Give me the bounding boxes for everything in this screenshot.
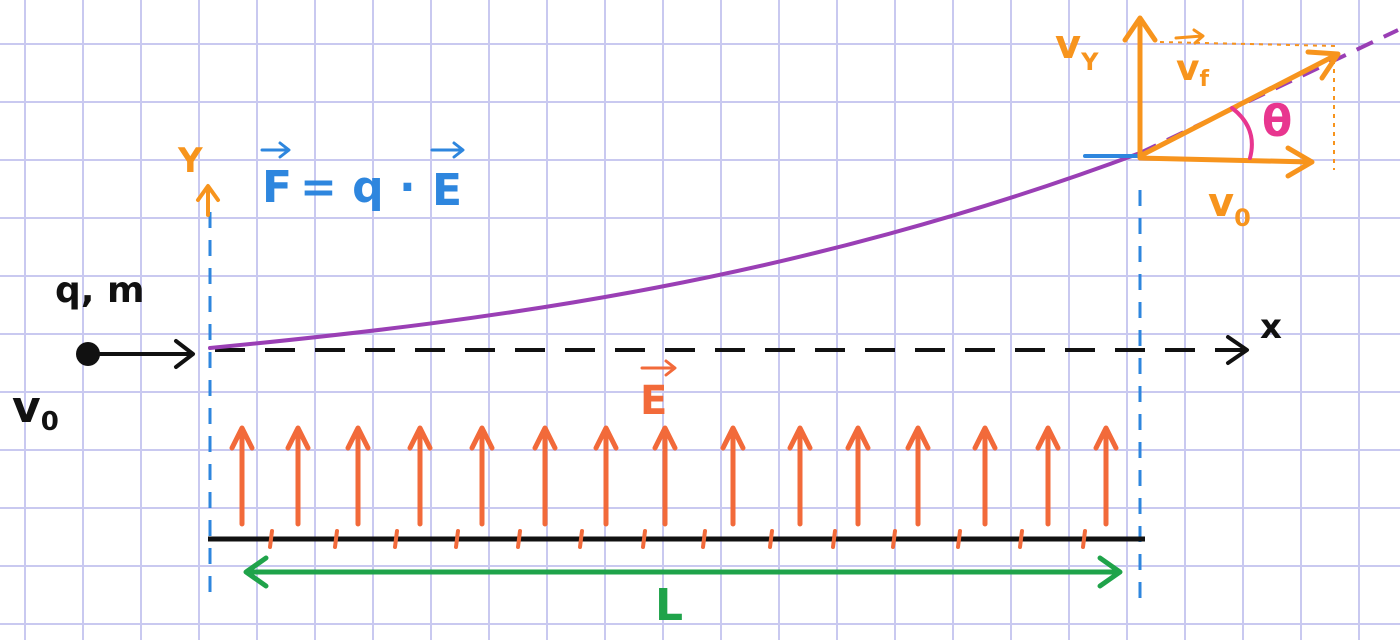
field-arrow-up-icon xyxy=(469,425,495,527)
field-arrow-up-icon xyxy=(787,425,813,527)
y-axis-arrowhead xyxy=(196,184,220,202)
vy-subscript: Y xyxy=(1080,48,1099,76)
v0-left-symbol: v xyxy=(12,382,41,433)
particle-trajectory-curve xyxy=(208,151,1142,350)
plate-charge-tick xyxy=(268,529,274,549)
v0-component-arrow xyxy=(1137,155,1313,165)
particle-dot-icon xyxy=(76,342,100,366)
plate-charge-tick xyxy=(1081,529,1087,549)
plate-charge-ticks xyxy=(268,529,1087,549)
field-E-label: E xyxy=(640,378,667,424)
field-E-arrow-icon xyxy=(640,359,677,377)
theta-label: θ xyxy=(1262,96,1292,147)
x-axis-arrowhead xyxy=(1226,335,1249,365)
vy-arrowhead xyxy=(1122,15,1158,43)
field-vector-arrow-icon xyxy=(430,141,465,159)
v0-right-subscript: 0 xyxy=(1234,204,1251,232)
vf-subscript: f xyxy=(1199,67,1209,92)
plate-charge-tick xyxy=(578,529,584,549)
theta-angle-arc xyxy=(1230,106,1254,160)
vf-arrowhead xyxy=(1305,49,1341,81)
force-E-label: E xyxy=(432,165,462,216)
plate-charge-tick xyxy=(333,529,339,549)
v0-left-subscript: 0 xyxy=(41,407,59,437)
v0-right-label: v0 xyxy=(1208,180,1251,232)
plate-charge-tick xyxy=(891,529,897,549)
field-arrow-up-icon xyxy=(652,425,678,527)
plate-charge-tick xyxy=(393,529,399,549)
field-arrow-up-icon xyxy=(1093,425,1119,527)
force-equation: F = q · E xyxy=(260,141,465,216)
v0-right-symbol: v xyxy=(1208,180,1234,226)
vy-symbol: v xyxy=(1055,22,1081,68)
field-arrow-up-icon xyxy=(972,425,998,527)
x-axis-label: x xyxy=(1260,307,1282,347)
field-arrow-up-icon xyxy=(593,425,619,527)
length-label: L xyxy=(655,580,683,631)
length-left-arrowhead xyxy=(243,555,269,589)
vf-label: vf xyxy=(1176,48,1209,92)
vf-top-projection-dotted xyxy=(1159,41,1337,47)
plate-charge-tick xyxy=(516,529,522,549)
plate-charge-tick xyxy=(454,529,460,549)
plate-charge-tick xyxy=(1018,529,1024,549)
field-arrow-up-icon xyxy=(407,425,433,527)
length-right-arrowhead xyxy=(1097,555,1123,589)
field-arrow-up-icon xyxy=(720,425,746,527)
plate-charge-tick xyxy=(701,529,707,549)
v0-arrowhead xyxy=(1285,145,1315,179)
electric-field-arrows xyxy=(229,425,1119,527)
force-F-label: F xyxy=(262,162,292,213)
vf-symbol: v xyxy=(1176,48,1199,89)
plate-charge-tick xyxy=(956,529,962,549)
plate-charge-tick xyxy=(768,529,774,549)
vf-vector-arrow-icon xyxy=(1174,28,1205,45)
field-arrow-up-icon xyxy=(229,425,255,527)
force-equals-label: = q · xyxy=(300,162,416,213)
field-arrow-up-icon xyxy=(845,425,871,527)
plate-charge-tick xyxy=(831,529,837,549)
vf-resultant-arrow xyxy=(1137,52,1339,159)
field-arrow-up-icon xyxy=(1035,425,1061,527)
v0-left-label: v0 xyxy=(12,382,59,437)
y-axis-label: Y xyxy=(177,141,203,181)
field-arrow-up-icon xyxy=(285,425,311,527)
field-arrow-up-icon xyxy=(345,425,371,527)
force-vector-arrow-icon xyxy=(260,141,291,159)
exit-velocity-diagram: θ vY vf v0 xyxy=(1055,15,1341,232)
field-arrow-up-icon xyxy=(905,425,931,527)
vy-label: vY xyxy=(1055,22,1099,76)
field-arrow-up-icon xyxy=(532,425,558,527)
initial-velocity-arrowhead xyxy=(174,339,195,369)
charge-mass-label: q, m xyxy=(55,270,145,311)
plate-charge-tick xyxy=(641,529,647,549)
